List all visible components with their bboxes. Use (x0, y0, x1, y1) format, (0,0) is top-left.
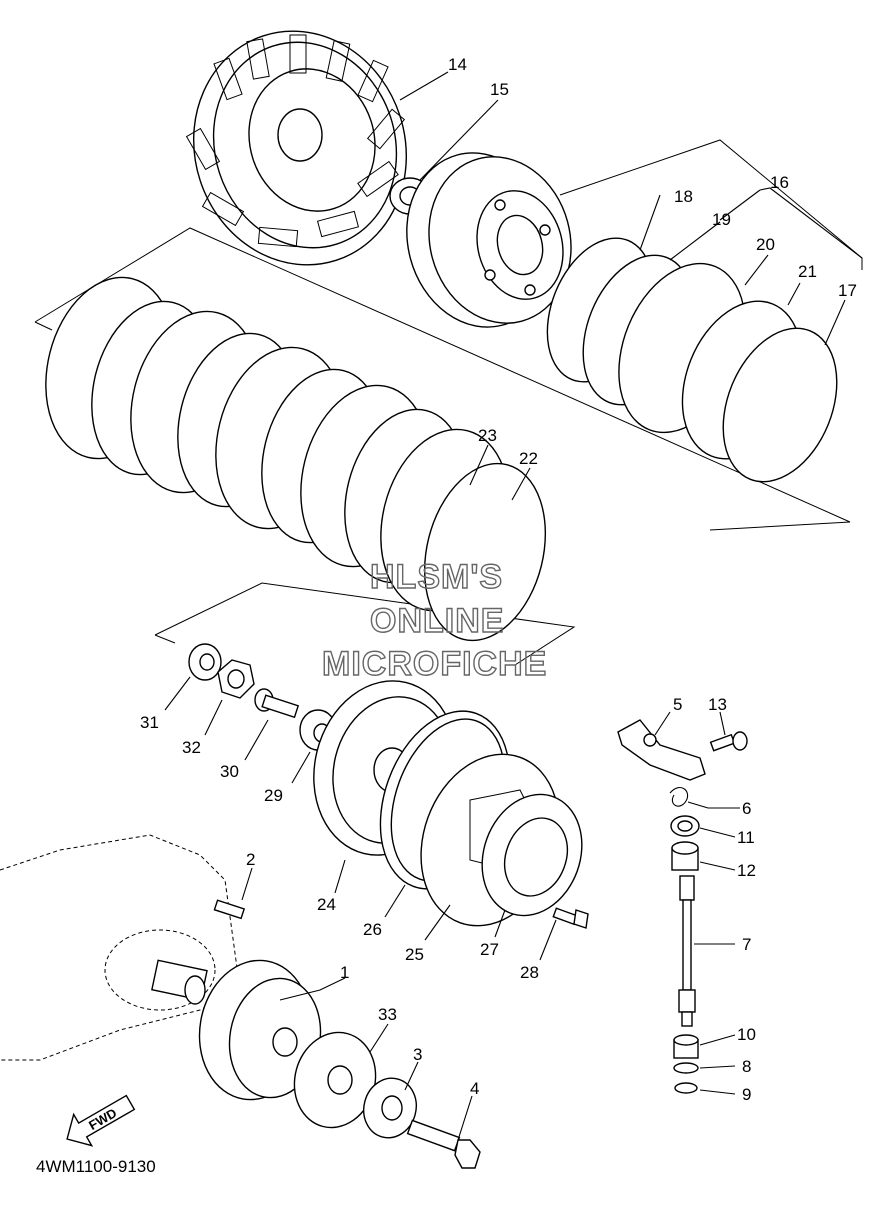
push-shaft-part (678, 875, 696, 1027)
callout-labels: 1 2 3 4 5 6 7 8 9 10 11 12 13 14 15 16 1… (140, 55, 857, 1104)
shaft-washer-part (673, 1062, 699, 1074)
forward-arrow-icon: FWD (66, 1094, 136, 1147)
callout-1: 1 (340, 963, 349, 982)
clutch-boss-part (406, 152, 572, 328)
callout-6: 6 (742, 799, 751, 818)
callout-20: 20 (756, 235, 775, 254)
callout-9: 9 (742, 1085, 751, 1104)
callout-3: 3 (413, 1045, 422, 1064)
callout-24: 24 (317, 895, 336, 914)
clutch-plate-stack (45, 276, 547, 642)
key-part (213, 899, 246, 920)
callout-2: 2 (246, 850, 255, 869)
callout-15: 15 (490, 80, 509, 99)
callout-14: 14 (448, 55, 467, 74)
callout-7: 7 (742, 935, 751, 954)
clutch-housing-part (185, 30, 408, 266)
catalog-code: 4WM1100-9130 (36, 1157, 156, 1176)
callout-13: 13 (708, 695, 727, 714)
callout-31: 31 (140, 713, 159, 732)
crankcase-outline (0, 834, 241, 1061)
callout-8: 8 (742, 1057, 751, 1076)
callout-32: 32 (182, 738, 201, 757)
callout-18: 18 (674, 187, 693, 206)
callout-23: 23 (478, 426, 497, 445)
callout-17: 17 (838, 281, 857, 300)
callout-16: 16 (770, 173, 789, 192)
watermark-line-2: ONLINE (370, 602, 504, 640)
callout-25: 25 (405, 945, 424, 964)
watermark-line-1: HLSM'S (370, 558, 503, 596)
callout-29: 29 (264, 786, 283, 805)
callout-10: 10 (737, 1025, 756, 1044)
callout-27: 27 (480, 940, 499, 959)
push-rod-part (254, 688, 300, 719)
cover-plate-part (481, 793, 583, 917)
flange-bolt-part (406, 1119, 481, 1169)
conical-washer-part (363, 1077, 417, 1139)
callout-30: 30 (220, 762, 239, 781)
push-lever-part (617, 719, 706, 781)
callout-28: 28 (520, 963, 539, 982)
callout-5: 5 (673, 695, 682, 714)
oil-seal-part (670, 815, 700, 837)
screw-part (552, 907, 589, 929)
lever-bolt-part (709, 731, 748, 752)
callout-21: 21 (798, 262, 817, 281)
callout-26: 26 (363, 920, 382, 939)
watermark-line-3: MICROFICHE (322, 645, 547, 683)
watermark: HLSM'S ONLINE MICROFICHE (321, 557, 547, 683)
bearing-sleeve-part (671, 841, 699, 871)
nut-part (217, 659, 255, 699)
callout-4: 4 (470, 1079, 479, 1098)
primary-drive-gear-part (198, 959, 322, 1101)
circlip-part (674, 1082, 698, 1094)
callout-33: 33 (378, 1005, 397, 1024)
torsion-spring-part (669, 787, 709, 809)
callout-11: 11 (737, 828, 755, 847)
callout-12: 12 (737, 861, 756, 880)
clutch-boss-rings (546, 237, 838, 483)
callout-22: 22 (519, 449, 538, 468)
callout-19: 19 (712, 210, 731, 229)
shaft-collar-part (673, 1034, 699, 1059)
lock-washer-part (188, 643, 222, 681)
leader-lines (164, 71, 863, 1141)
